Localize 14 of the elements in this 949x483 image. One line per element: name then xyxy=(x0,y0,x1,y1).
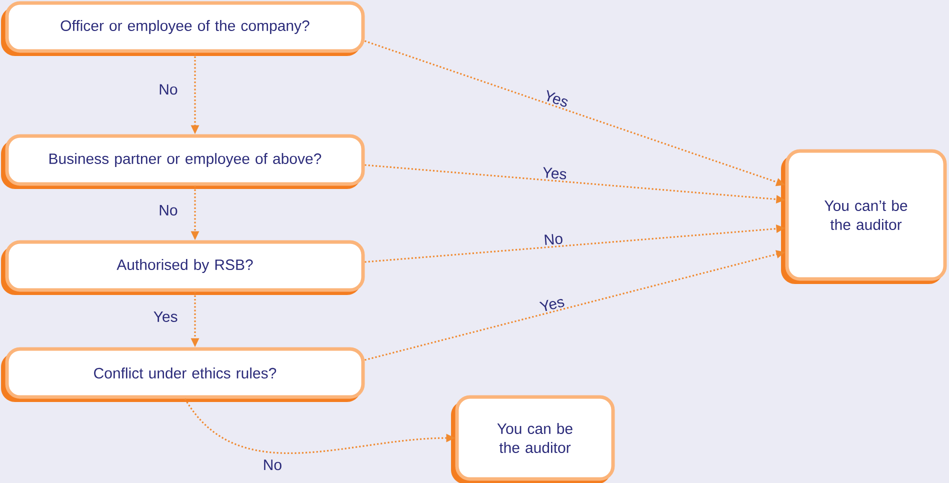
edge-label: No xyxy=(544,234,562,246)
question-box: Officer or employee of the company? xyxy=(1,1,365,56)
edge-label: Yes xyxy=(543,167,566,180)
question-box: Business partner or employee of above? xyxy=(1,134,365,189)
edge-label: No xyxy=(264,460,282,470)
edge-label: No xyxy=(160,84,178,95)
result-box: You can’t be the auditor xyxy=(781,149,947,284)
edge-label: Yes xyxy=(546,90,568,107)
edge-label: No xyxy=(160,205,178,216)
edge-label: Yes xyxy=(539,299,564,312)
result-box: You can be the auditor xyxy=(451,395,615,483)
edge-label: Yes xyxy=(154,312,178,322)
question-box: Conflict under ethics rules? xyxy=(1,347,365,402)
question-box: Authorised by RSB? xyxy=(1,240,365,295)
